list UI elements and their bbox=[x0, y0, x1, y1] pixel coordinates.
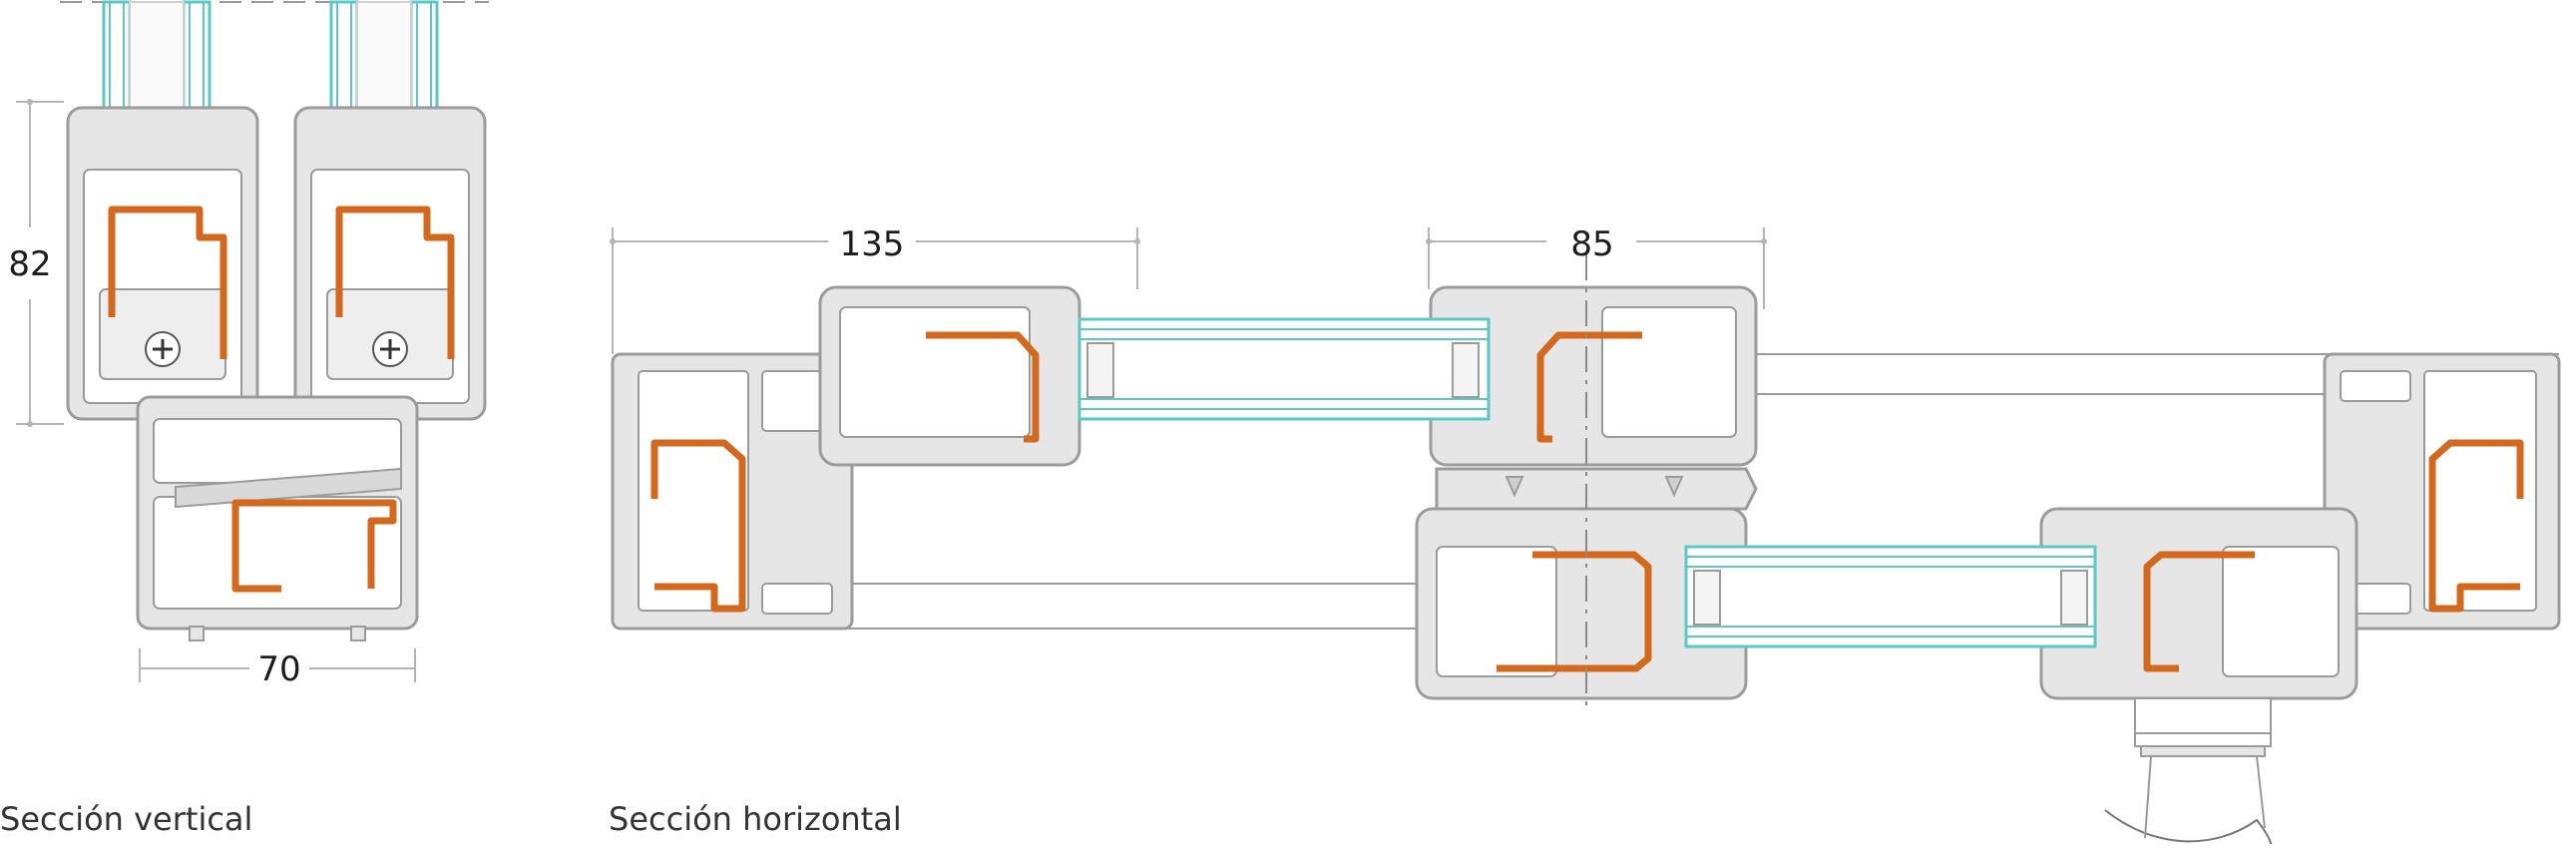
screw-icon bbox=[144, 330, 182, 368]
screw-icon bbox=[371, 330, 409, 368]
frame-profile-bottom bbox=[136, 395, 419, 641]
dimension-sash: 85 bbox=[1426, 224, 1767, 309]
vertical-section: 82 70 Sección vertical bbox=[0, 0, 489, 838]
caption-horizontal-section: Sección horizontal bbox=[609, 800, 902, 838]
sliding-sash-lower bbox=[1415, 507, 2359, 700]
sash-profile-right bbox=[293, 106, 487, 421]
outer-frame-right bbox=[2323, 352, 2561, 631]
dimension-label-70: 70 bbox=[257, 649, 300, 689]
dimension-label-85: 85 bbox=[1570, 224, 1613, 264]
caption-vertical-section: Sección vertical bbox=[0, 800, 252, 838]
outer-frame-left bbox=[611, 352, 854, 631]
sash-profile-left bbox=[66, 106, 259, 421]
handle bbox=[2104, 697, 2272, 845]
dimension-vertical-width: 70 bbox=[139, 648, 416, 689]
dimension-label-135: 135 bbox=[840, 224, 905, 264]
dimension-vertical-height: 82 bbox=[8, 99, 64, 427]
interlock-profile bbox=[1435, 467, 1758, 511]
sliding-sash-upper bbox=[818, 285, 1758, 467]
horizontal-section: 135 85 Sección horizontal bbox=[609, 224, 2561, 845]
dimension-label-82: 82 bbox=[8, 244, 51, 284]
dimension-outer-frame: 135 bbox=[610, 224, 1140, 354]
